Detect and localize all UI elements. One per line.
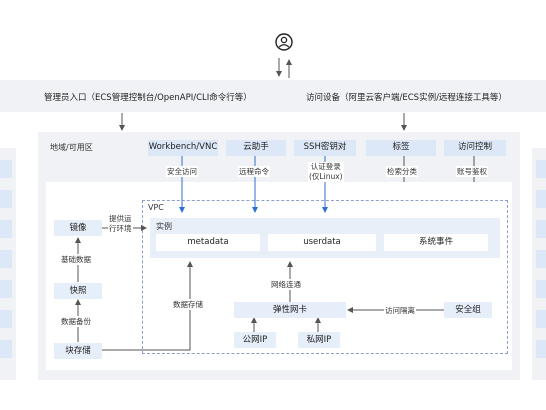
right-sidebar-cell xyxy=(536,280,546,298)
private-ip-node[interactable]: 私网IP xyxy=(298,332,340,348)
eni-node[interactable]: 弹性网卡 xyxy=(234,302,346,318)
vpc-title: VPC xyxy=(148,203,164,212)
block-storage-node[interactable]: 块存储 xyxy=(54,343,102,359)
caption-remote-command: 远程命令 xyxy=(238,166,270,177)
left-sidebar-cell xyxy=(0,160,12,178)
system-events-node[interactable]: 系统事件 xyxy=(384,234,488,251)
left-sidebar-cell xyxy=(0,340,12,358)
user-icon xyxy=(275,33,293,51)
left-sidebar-cell xyxy=(0,190,12,208)
edge-base-data: 基础数据 xyxy=(60,254,92,265)
left-sidebar-cell xyxy=(0,250,12,268)
tab-workbench-vnc[interactable]: Workbench/VNC xyxy=(148,140,218,156)
right-sidebar-cell xyxy=(536,310,546,328)
right-sidebar-cell xyxy=(536,250,546,268)
metadata-node[interactable]: metadata xyxy=(156,234,260,251)
instance-title: 实例 xyxy=(156,222,172,231)
caption-secure-access: 安全访问 xyxy=(166,166,198,177)
tab-cloud-assistant[interactable]: 云助手 xyxy=(226,140,286,156)
edge-access-isolation: 访问隔离 xyxy=(384,305,416,316)
edge-data-backup: 数据备份 xyxy=(60,316,92,327)
snapshot-node[interactable]: 快照 xyxy=(54,283,102,299)
tab-ssh-keypair[interactable]: SSH密钥对 xyxy=(294,140,356,156)
security-group-node[interactable]: 安全组 xyxy=(444,302,492,318)
access-device-label: 访问设备（阿里云客户端/ECS实例/远程连接工具等） xyxy=(306,93,507,103)
edge-runtime: 提供运 行环境 xyxy=(108,214,133,234)
tab-tags[interactable]: 标签 xyxy=(366,140,436,156)
right-sidebar-cell xyxy=(536,190,546,208)
left-sidebar-cell xyxy=(0,310,12,328)
image-node[interactable]: 镜像 xyxy=(54,220,102,236)
edge-network-connect: 网络连通 xyxy=(270,279,302,290)
left-sidebar-cell xyxy=(0,220,12,238)
edge-data-storage: 数据存储 xyxy=(172,299,204,310)
userdata-node[interactable]: userdata xyxy=(268,234,376,251)
caption-retrieve-classify: 检索分类 xyxy=(386,166,418,177)
admin-entry-label: 管理员入口（ECS管理控制台/OpenAPI/CLI命令行等） xyxy=(44,93,252,103)
left-sidebar-cell xyxy=(0,280,12,298)
right-sidebar-cell xyxy=(536,220,546,238)
region-title: 地域/可用区 xyxy=(50,143,93,152)
tab-access-control[interactable]: 访问控制 xyxy=(444,140,506,156)
right-sidebar-cell xyxy=(536,160,546,178)
public-ip-node[interactable]: 公网IP xyxy=(234,332,276,348)
entry-band xyxy=(0,80,546,112)
right-sidebar-cell xyxy=(536,340,546,358)
caption-account-auth: 账号鉴权 xyxy=(456,166,488,177)
caption-auth-login: 认证登录 (仅Linux) xyxy=(308,162,344,182)
